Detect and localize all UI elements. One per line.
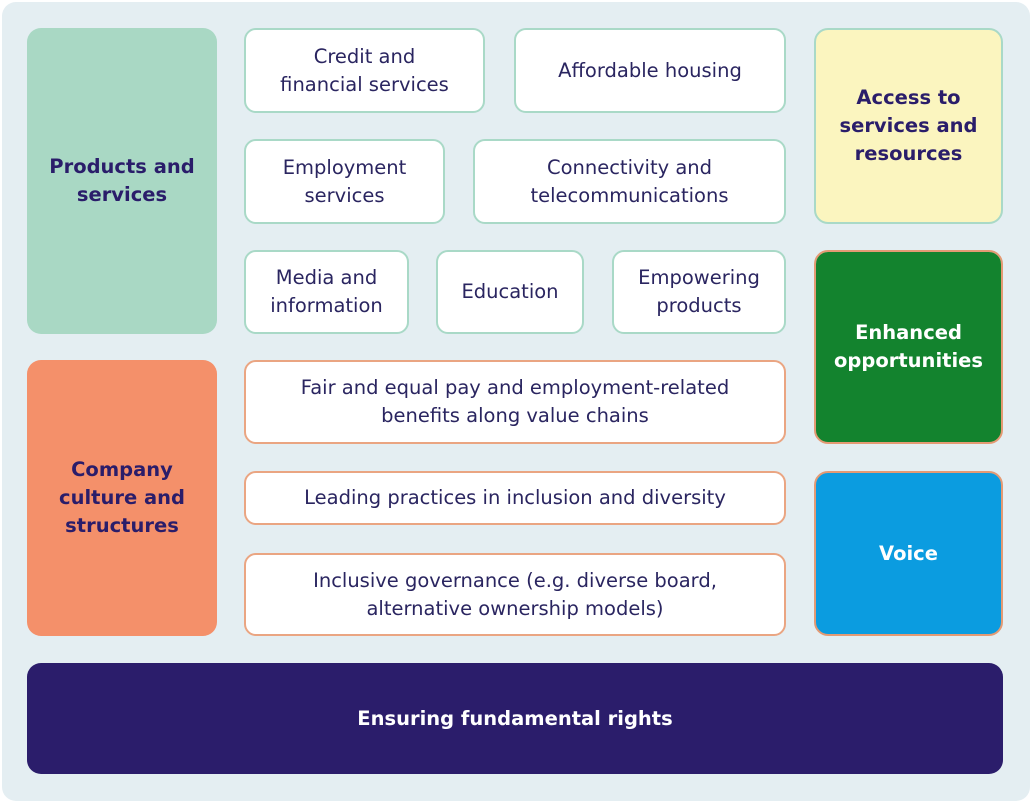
fundamental-rights-bar: Ensuring fundamental rights	[27, 663, 1003, 774]
enhanced-opportunities-box: Enhanced opportunities	[814, 250, 1003, 444]
voice-label: Voice	[879, 541, 938, 565]
connectivity-telecom-box: Connectivity and telecommunications	[473, 139, 786, 224]
fair-pay-box: Fair and equal pay and employment-relate…	[244, 360, 786, 444]
media-information-box: Media and information	[244, 250, 409, 334]
inclusion-diversity-label: Leading practices in inclusion and diver…	[304, 486, 726, 509]
company-culture-label: Company culture and structures	[59, 458, 185, 537]
connectivity-telecom-label: Connectivity and telecommunications	[530, 155, 729, 207]
access-to-services-label: Access to services and resources	[839, 86, 978, 165]
voice-box: Voice	[814, 471, 1003, 636]
media-information-label: Media and information	[270, 266, 383, 317]
inclusive-governance-label: Inclusive governance (e.g. diverse board…	[313, 568, 717, 620]
credit-financial-services-label: Credit and financial services	[280, 44, 449, 96]
affordable-housing-box: Affordable housing	[514, 28, 786, 113]
affordable-housing-label: Affordable housing	[558, 58, 742, 82]
fair-pay-label: Fair and equal pay and employment-relate…	[300, 376, 730, 427]
company-culture-category: Company culture and structures	[27, 360, 217, 636]
inclusion-diversity-box: Leading practices in inclusion and diver…	[244, 471, 786, 525]
education-label: Education	[461, 280, 559, 303]
empowering-products-box: Empowering products	[612, 250, 786, 334]
access-to-services-box: Access to services and resources	[814, 28, 1003, 224]
empowering-products-label: Empowering products	[638, 266, 760, 317]
enhanced-opportunities-label: Enhanced opportunities	[834, 321, 983, 372]
education-box: Education	[436, 250, 584, 334]
credit-financial-services-box: Credit and financial services	[244, 28, 485, 113]
employment-services-label: Employment services	[282, 155, 407, 207]
fundamental-rights-label: Ensuring fundamental rights	[357, 706, 673, 730]
products-and-services-category: Products and services	[27, 28, 217, 334]
products-and-services-label: Products and services	[49, 155, 195, 206]
employment-services-box: Employment services	[244, 139, 445, 224]
inclusive-governance-box: Inclusive governance (e.g. diverse board…	[244, 553, 786, 636]
